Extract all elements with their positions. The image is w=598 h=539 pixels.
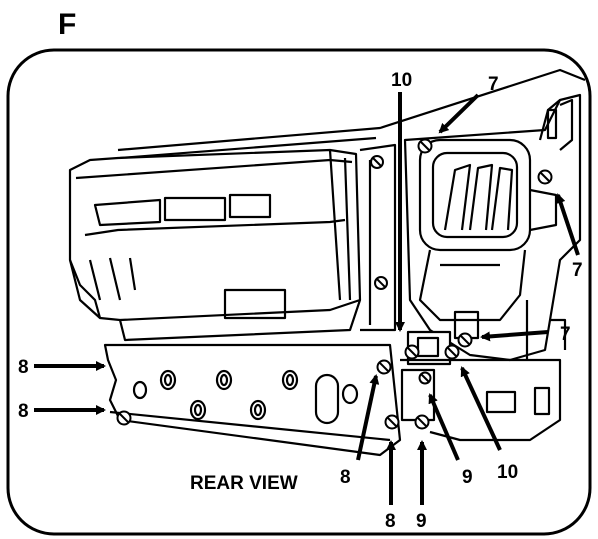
screw-icon xyxy=(116,410,132,426)
screw-icon xyxy=(376,359,392,375)
callout-7-right: 7 xyxy=(572,260,583,281)
arrow-7-top xyxy=(438,93,480,134)
callout-8-left-lower: 8 xyxy=(18,401,29,422)
screw-icon xyxy=(404,344,420,360)
screw-icon xyxy=(370,155,384,169)
screw-icon xyxy=(414,414,430,430)
callout-7-top: 7 xyxy=(488,74,499,95)
arrow-7-mid xyxy=(480,330,549,342)
callout-7-mid: 7 xyxy=(560,324,571,345)
callout-8-left-upper: 8 xyxy=(18,357,29,378)
callout-arrows xyxy=(34,92,580,505)
hvac-unit-drawing xyxy=(68,68,586,457)
screw-icon xyxy=(457,332,473,348)
arrow-9-center xyxy=(428,393,460,461)
screw-icon xyxy=(537,169,553,185)
callout-8-bottom: 8 xyxy=(385,511,396,532)
screw-icon xyxy=(444,344,460,360)
screw-icon xyxy=(384,414,400,430)
callout-9-center: 9 xyxy=(462,467,473,488)
screw-icon xyxy=(418,371,432,385)
screw-icon xyxy=(374,276,388,290)
callout-9-bottom: 9 xyxy=(416,511,427,532)
arrow-8-center xyxy=(356,374,380,461)
callout-10-bottom: 10 xyxy=(497,462,518,483)
figure-letter: F xyxy=(58,8,77,41)
arrow-10-bottom xyxy=(460,366,502,451)
screws xyxy=(116,138,553,430)
rear-view-caption: REAR VIEW xyxy=(190,473,298,494)
arrow-7-right xyxy=(555,193,580,256)
callout-8-center: 8 xyxy=(340,467,351,488)
screw-icon xyxy=(417,138,433,154)
frame-border xyxy=(6,48,592,536)
callout-10-top: 10 xyxy=(391,70,412,91)
